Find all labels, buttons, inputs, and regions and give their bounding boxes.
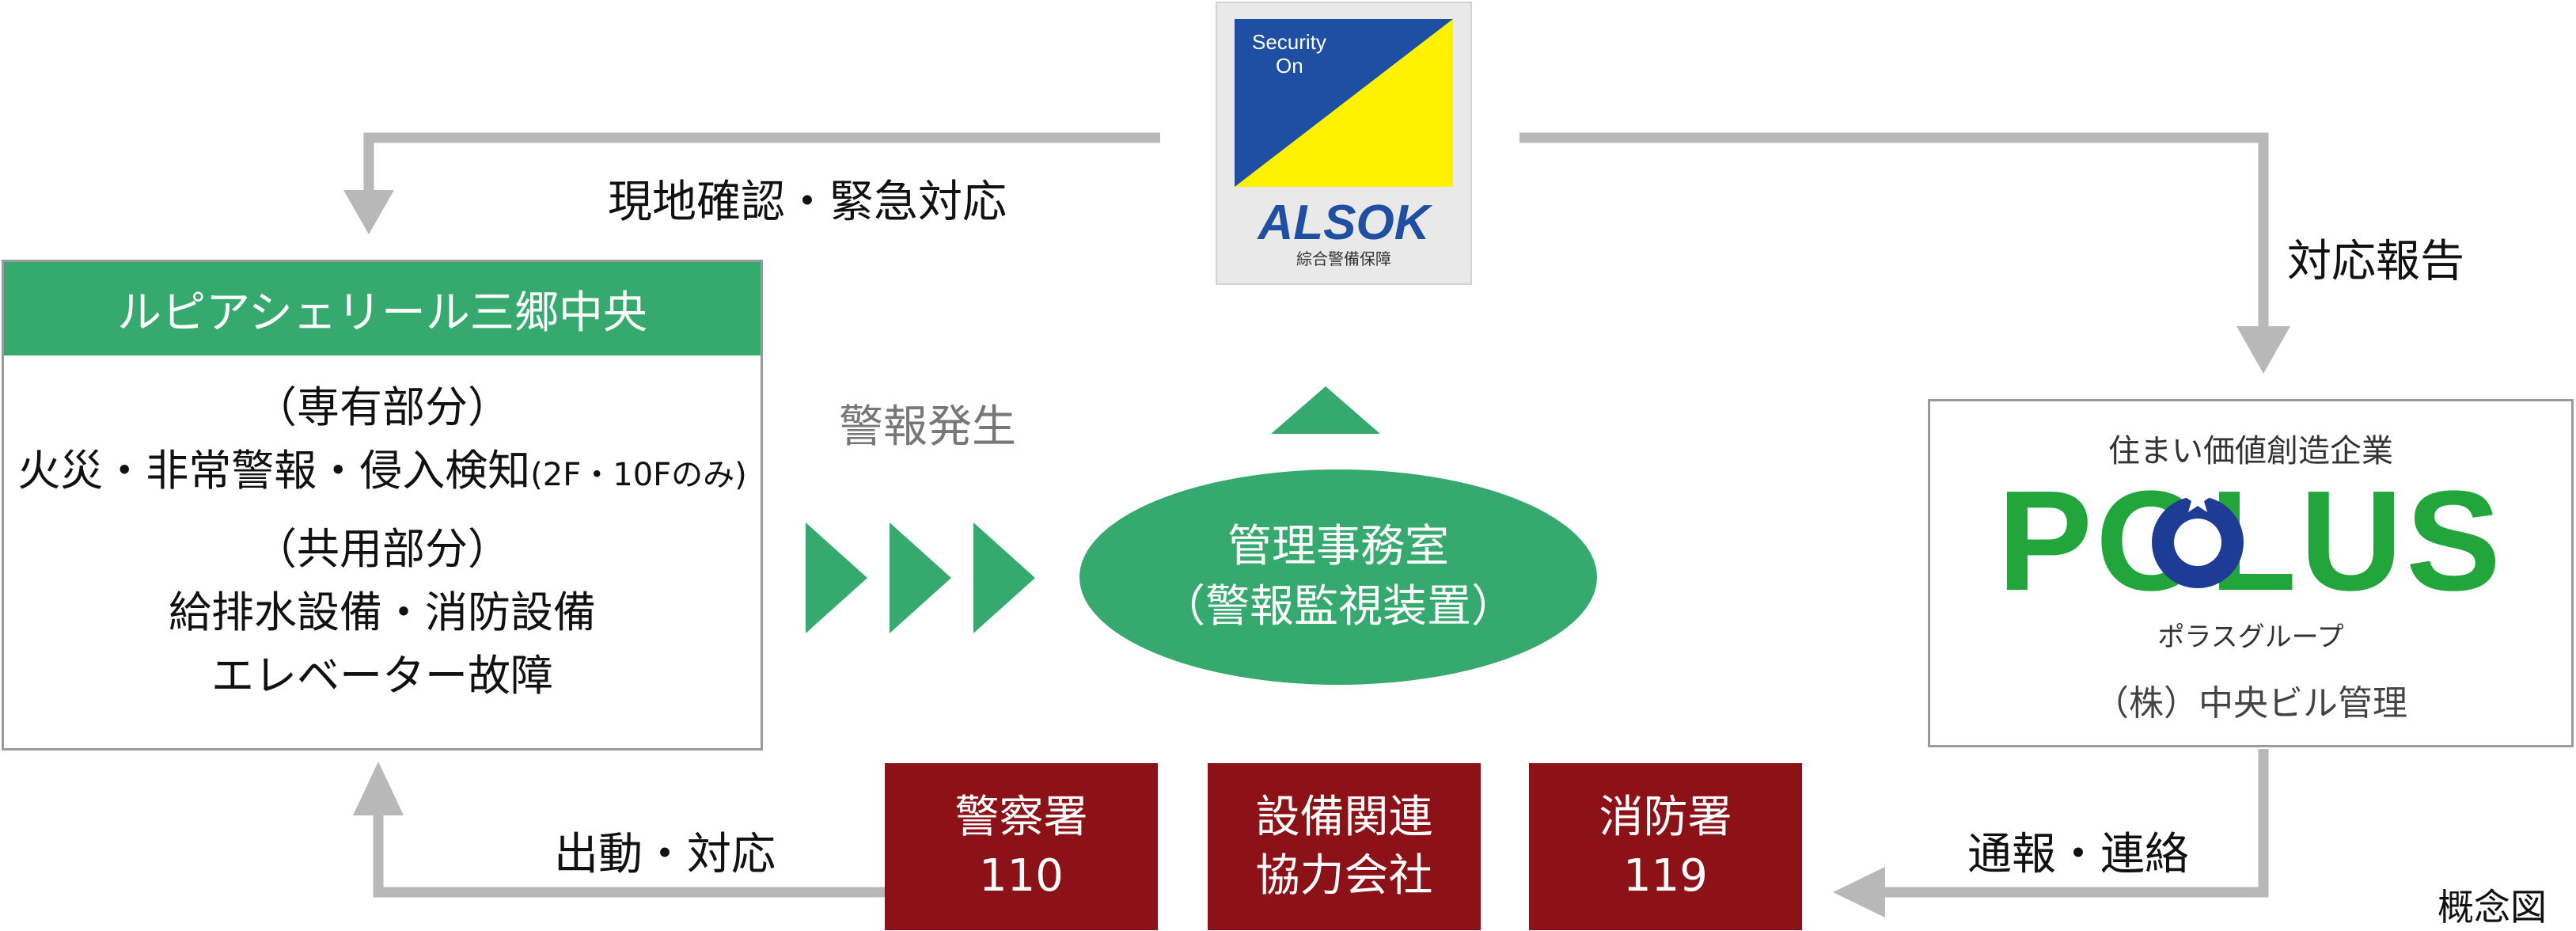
building-content: （専有部分） 火災・非常警報・侵入検知(2F・10Fのみ) （共用部分） 給排水…: [4, 355, 761, 708]
chevron-right-icon: [806, 522, 867, 633]
line-polus-to-responders: [1882, 749, 2269, 898]
responder-name-2: 協力会社: [1255, 849, 1433, 902]
label-dispatch: 出動・対応: [554, 829, 776, 880]
private-area-body: 火災・非常警報・侵入検知: [17, 446, 531, 496]
private-area-heading: （専有部分）: [254, 382, 510, 432]
responder-number: 110: [979, 849, 1064, 902]
alsok-sub-text: 綜合警備保障: [1296, 249, 1391, 268]
polus-logo: POLUS: [1997, 471, 2504, 614]
building-title: ルピアシェリール三郷中央: [4, 262, 761, 355]
arrowhead-left-responders: [1833, 867, 1885, 918]
arrowhead-up-building: [353, 762, 404, 815]
label-alarm-occurrence: 警報発生: [839, 401, 1016, 453]
alsok-on-text: On: [1276, 54, 1303, 78]
management-office-node: 管理事務室 （警報監視装置）: [1079, 469, 1597, 685]
responder-name: 消防署: [1599, 791, 1732, 843]
chevron-right-icon: [890, 522, 951, 633]
line-responders-to-building: [373, 815, 885, 898]
alsok-logo: Security On ALSOK 綜合警備保障: [1216, 2, 1472, 285]
responder-police: 警察署 110: [885, 763, 1158, 930]
polus-logo-text: POLUS: [1997, 471, 2504, 614]
building-box: ルピアシェリール三郷中央 （専有部分） 火災・非常警報・侵入検知(2F・10Fの…: [2, 260, 763, 750]
office-title: 管理事務室: [1227, 521, 1449, 572]
arrowhead-down-polus: [2236, 326, 2290, 374]
common-area-heading: （共用部分）: [254, 524, 510, 574]
polus-group: ポラスグループ: [2157, 621, 2344, 653]
star-icon: [2182, 484, 2214, 512]
polus-box: 住まい価値創造企業 POLUS ポラスグループ （株）中央ビル管理: [1928, 399, 2574, 747]
arrowhead-down-building: [343, 190, 394, 234]
label-onsite-response: 現地確認・緊急対応: [608, 177, 1007, 228]
chevron-right-icon: [973, 522, 1035, 633]
line-alsok-to-building: [363, 132, 1160, 198]
office-subtitle: （警報監視装置）: [1161, 581, 1516, 633]
private-area-items: 火災・非常警報・侵入検知(2F・10Fのみ): [4, 439, 761, 507]
responder-number: 119: [1623, 849, 1708, 902]
alsok-brand-text: ALSOK: [1257, 196, 1433, 250]
label-response-report: 対応報告: [2287, 236, 2464, 287]
responder-equipment-partner: 設備関連 協力会社: [1208, 763, 1481, 930]
alsok-security-text: Security: [1252, 30, 1326, 54]
common-area-items-2: エレベーター故障: [211, 651, 553, 701]
arrowhead-up-office: [1271, 386, 1380, 434]
responder-fire: 消防署 119: [1529, 763, 1802, 930]
private-area-note: (2F・10Fのみ): [530, 457, 747, 493]
polus-company: （株）中央ビル管理: [2094, 683, 2407, 724]
polus-tagline: 住まい価値創造企業: [2108, 433, 2393, 469]
responder-name: 警察署: [954, 791, 1088, 843]
label-concept-diagram: 概念図: [2438, 886, 2547, 929]
alsok-emblem: Security On ALSOK 綜合警備保障: [1235, 19, 1453, 268]
line-alsok-to-polus: [1519, 132, 2269, 331]
polus-logo-ring-inner: [2174, 519, 2221, 566]
responder-name: 設備関連: [1255, 791, 1433, 843]
label-notify: 通報・連絡: [1967, 829, 2189, 880]
common-area-items-1: 給排水設備・消防設備: [169, 587, 596, 637]
